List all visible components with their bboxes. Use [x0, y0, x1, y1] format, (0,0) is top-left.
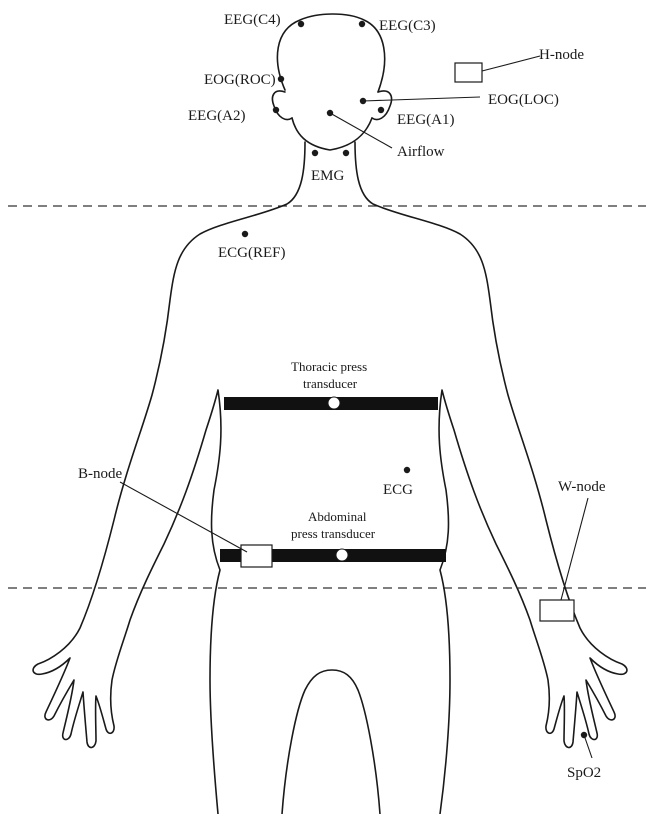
- ecg-ref-dot: [242, 231, 248, 237]
- label-spo2: SpO2: [567, 765, 601, 781]
- h-node-box: [455, 63, 482, 82]
- eog-roc-dot: [278, 76, 284, 82]
- emg-dot-2: [343, 150, 349, 156]
- label-b-node: B-node: [78, 466, 123, 482]
- b-node-box: [241, 545, 272, 567]
- label-eeg-c3: EEG(C3): [379, 18, 436, 34]
- emg-dot-1: [312, 150, 318, 156]
- label-eeg-c4: EEG(C4): [224, 12, 281, 28]
- label-emg: EMG: [311, 168, 345, 184]
- jaw-outline: [292, 118, 372, 150]
- eeg-c4-dot: [298, 21, 304, 27]
- left-ear-outline: [372, 91, 392, 120]
- label-abdominal-line1: Abdominal: [308, 509, 367, 524]
- eeg-a1-dot: [378, 107, 384, 113]
- label-eeg-a2: EEG(A2): [188, 108, 245, 124]
- ecg-dot: [404, 467, 410, 473]
- eog-loc-dot: [360, 98, 366, 104]
- label-ecg: ECG: [383, 482, 413, 498]
- airflow-dot: [327, 110, 333, 116]
- label-w-node: W-node: [558, 479, 606, 495]
- b-node-leader: [120, 482, 247, 552]
- h-node-leader: [482, 56, 540, 71]
- label-thoracic-line1: Thoracic press: [291, 359, 367, 374]
- label-eog-loc: EOG(LOC): [488, 92, 559, 108]
- label-eog-roc: EOG(ROC): [204, 72, 276, 88]
- right-ear-outline: [272, 91, 292, 120]
- eeg-a2-dot: [273, 107, 279, 113]
- label-h-node: H-node: [539, 47, 584, 63]
- label-ecg-ref: ECG(REF): [218, 245, 286, 261]
- spo2-dot: [581, 732, 587, 738]
- eeg-c3-dot: [359, 21, 365, 27]
- w-node-box: [540, 600, 574, 621]
- abdominal-transducer-marker: [336, 549, 348, 561]
- label-eeg-a1: EEG(A1): [397, 112, 454, 128]
- eog-loc-leader: [363, 97, 480, 101]
- label-thoracic-line2: transducer: [303, 376, 358, 391]
- label-abdominal-line2: press transducer: [291, 526, 376, 541]
- thoracic-transducer-marker: [328, 397, 340, 409]
- head-outline: [277, 14, 384, 92]
- label-airflow: Airflow: [397, 144, 445, 160]
- w-node-leader: [561, 498, 588, 600]
